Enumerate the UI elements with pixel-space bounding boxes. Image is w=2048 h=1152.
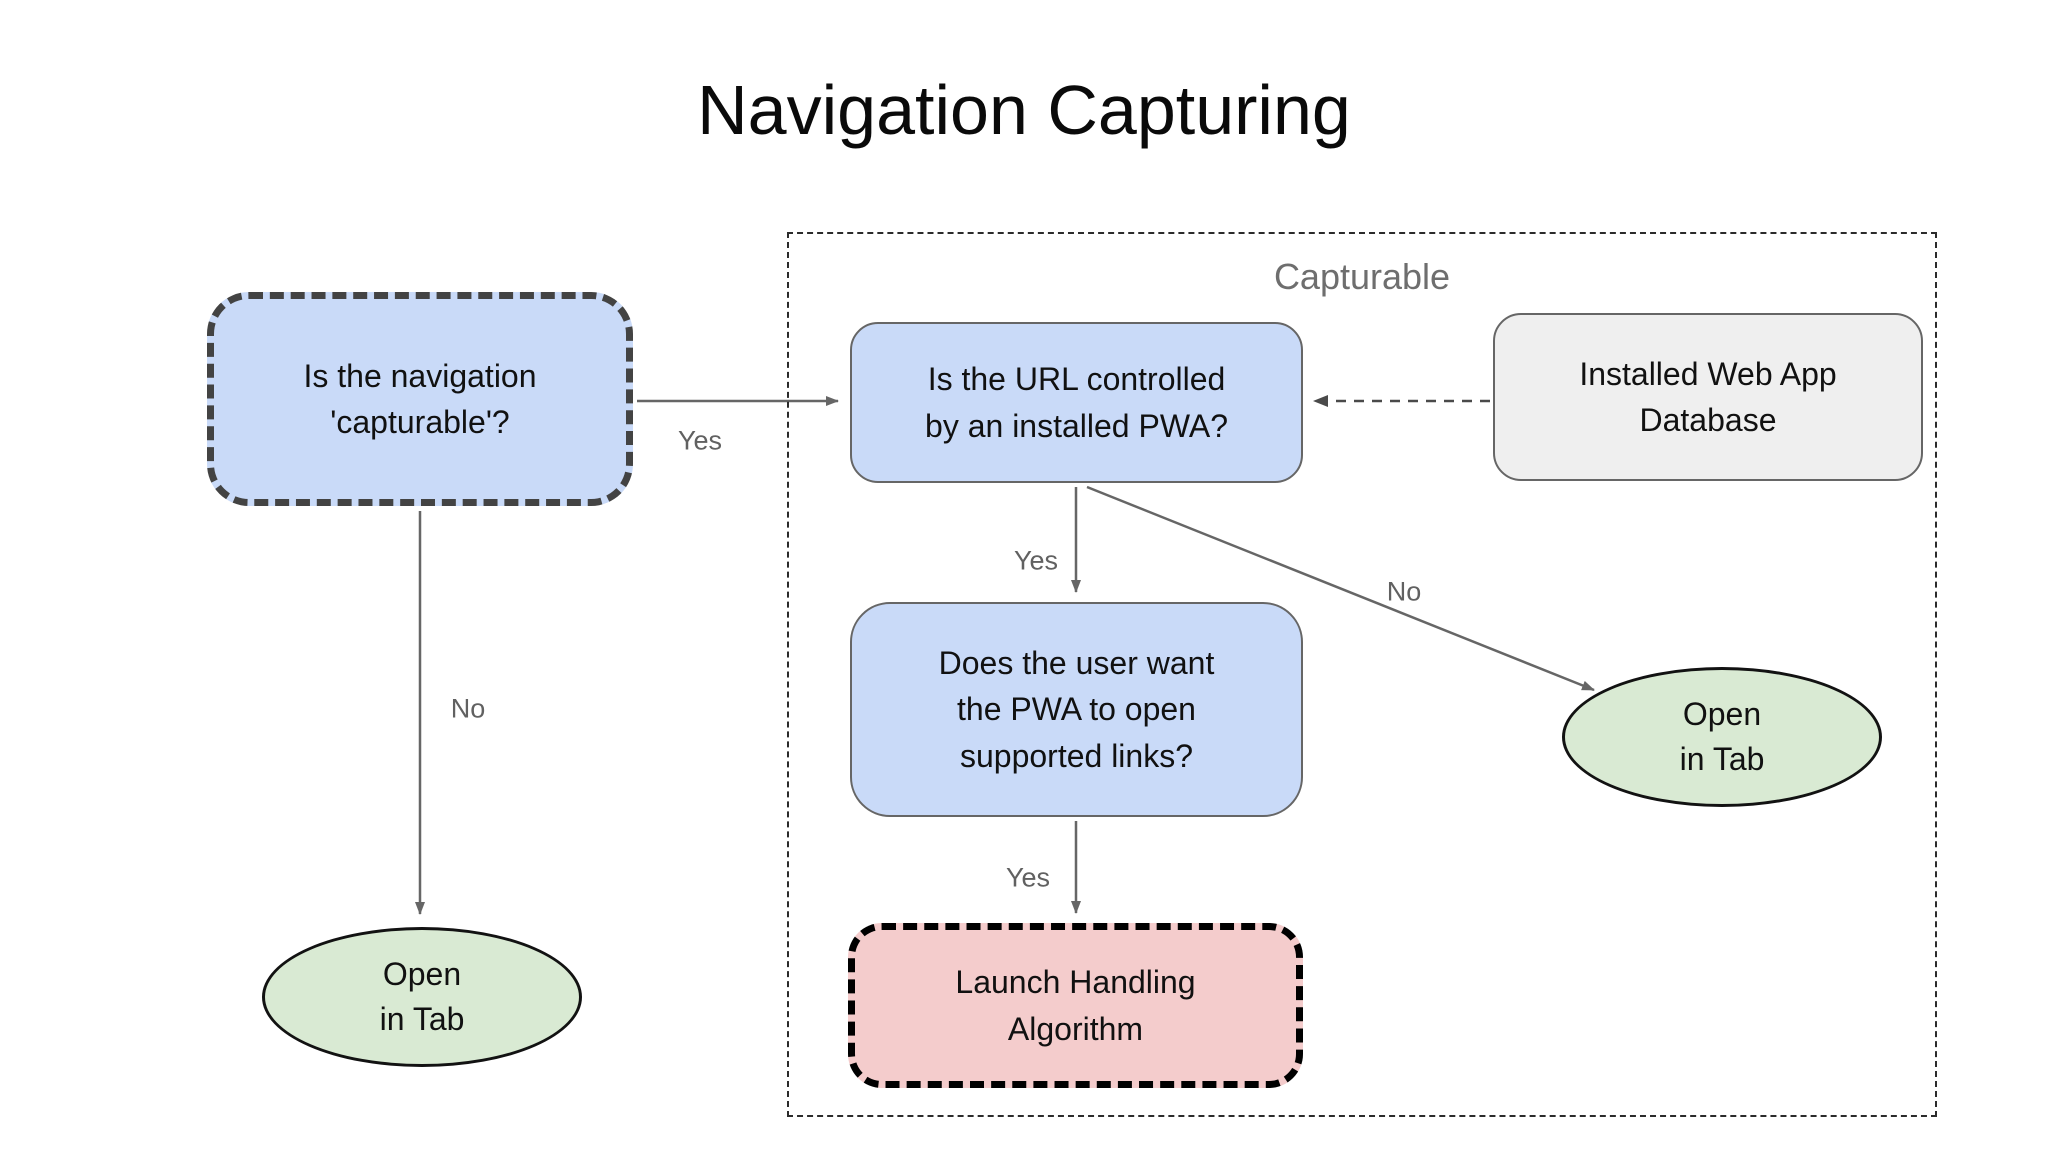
edge-label-capturable-no: No <box>450 693 486 724</box>
edge-label-url-yes: Yes <box>1013 545 1059 576</box>
node-does-user-want-pwa-open-links: Does the user want the PWA to open suppo… <box>850 602 1303 817</box>
node-open-in-tab-right: Open in Tab <box>1562 667 1882 807</box>
capturable-group-label: Capturable <box>1273 256 1451 297</box>
node-installed-web-app-database: Installed Web App Database <box>1493 313 1923 481</box>
node-is-url-controlled-by-pwa: Is the URL controlled by an installed PW… <box>850 322 1303 483</box>
edge-label-userwant-yes: Yes <box>1005 862 1051 893</box>
edge-label-capturable-yes: Yes <box>677 425 723 456</box>
diagram-title: Navigation Capturing <box>697 71 1351 149</box>
node-is-navigation-capturable: Is the navigation 'capturable'? <box>207 292 633 506</box>
node-open-in-tab-left: Open in Tab <box>262 927 582 1067</box>
node-launch-handling-algorithm: Launch Handling Algorithm <box>848 923 1303 1088</box>
capturable-group-container: Capturable <box>787 232 1937 1117</box>
edge-label-url-no: No <box>1386 576 1422 607</box>
